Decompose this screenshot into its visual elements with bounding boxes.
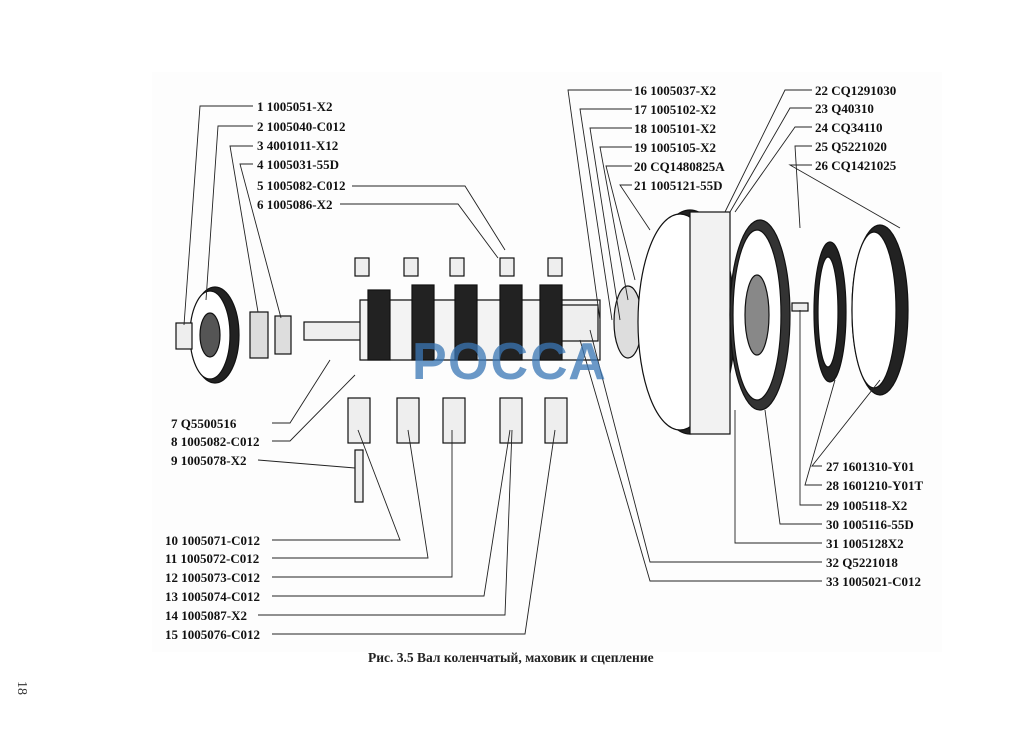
pressure-plate	[851, 224, 909, 396]
leader-lines	[183, 89, 901, 635]
cap-bolt	[354, 449, 364, 503]
part-label-7: 7 Q5500516	[171, 416, 237, 431]
upper-bearing-shells	[354, 257, 563, 277]
part-label-15: 15 1005076-C012	[165, 627, 260, 642]
part-label-19: 19 1005105-X2	[634, 140, 716, 155]
part-label-26: 26 CQ1421025	[815, 158, 897, 173]
part-label-27: 27 1601310-Y01	[826, 459, 915, 474]
part-label-16: 16 1005037-X2	[634, 83, 716, 98]
part-label-21: 21 1005121-55D	[634, 178, 723, 193]
part-label-3: 3 4001011-X12	[257, 138, 339, 153]
part-label-20: 20 CQ1480825A	[634, 159, 725, 174]
flywheel-bolt	[791, 302, 809, 312]
flywheel	[729, 219, 791, 411]
part-label-22: 22 CQ1291030	[815, 83, 897, 98]
part-label-18: 18 1005101-X2	[634, 121, 716, 136]
part-label-28: 28 1601210-Y01T	[826, 478, 924, 493]
part-label-10: 10 1005071-C012	[165, 533, 260, 548]
part-label-13: 13 1005074-C012	[165, 589, 260, 604]
part-label-29: 29 1005118-X2	[826, 498, 908, 513]
part-label-9: 9 1005078-X2	[171, 453, 247, 468]
part-label-6: 6 1005086-X2	[257, 197, 333, 212]
part-label-24: 24 CQ34110	[815, 120, 883, 135]
clutch-disc	[813, 241, 847, 383]
part-label-31: 31 1005128X2	[826, 536, 904, 551]
figure-panel	[152, 72, 942, 652]
part-label-17: 17 1005102-X2	[634, 102, 716, 117]
part-label-12: 12 1005073-C012	[165, 570, 260, 585]
part-label-8: 8 1005082-C012	[171, 434, 260, 449]
part-label-5: 5 1005082-C012	[257, 178, 346, 193]
part-label-2: 2 1005040-C012	[257, 119, 346, 134]
part-label-25: 25 Q5221020	[815, 139, 887, 154]
flywheel-housing	[637, 209, 736, 435]
main-bearing-caps	[347, 397, 568, 444]
part-label-30: 30 1005116-55D	[826, 517, 914, 532]
part-label-1: 1 1005051-X2	[257, 99, 333, 114]
figure-caption: Рис. 3.5 Вал коленчатый, маховик и сцепл…	[368, 650, 654, 665]
crankshaft	[303, 284, 601, 361]
part-label-33: 33 1005021-C012	[826, 574, 921, 589]
part-label-4: 4 1005031-55D	[257, 157, 339, 172]
spacer	[274, 315, 292, 355]
part-label-32: 32 Q5221018	[826, 555, 898, 570]
timing-gear	[249, 311, 269, 359]
page-number: 18	[14, 681, 29, 695]
watermark: РОССА	[412, 333, 608, 391]
part-label-14: 14 1005087-X2	[165, 608, 247, 623]
part-label-23: 23 Q40310	[815, 101, 874, 116]
crank-pulley	[175, 286, 240, 384]
part-label-11: 11 1005072-C012	[165, 551, 260, 566]
